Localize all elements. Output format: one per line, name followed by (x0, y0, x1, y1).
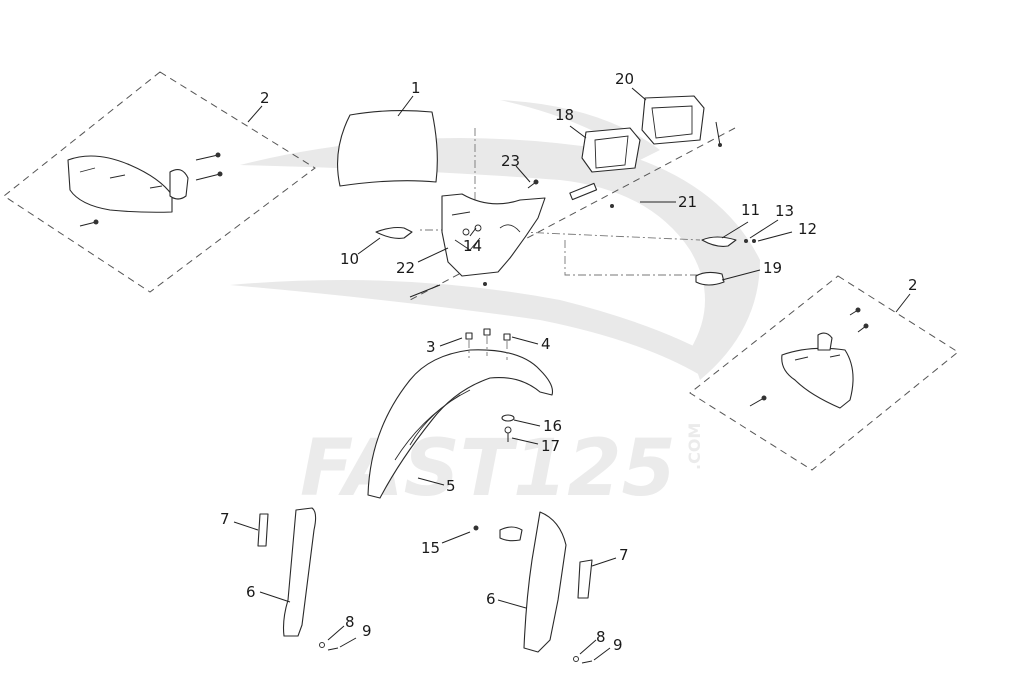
turn-signal-left (375, 226, 413, 239)
handguard-left-boundary (3, 71, 316, 293)
callout-2-right: 2 (908, 276, 918, 294)
callout-12: 12 (798, 220, 817, 238)
callout-13: 13 (775, 202, 794, 220)
callout-21: 21 (678, 193, 697, 211)
handguard-right-group (689, 275, 959, 471)
callout-9-left: 9 (362, 622, 372, 640)
watermark-brand: FAST125 (300, 424, 676, 514)
handguard-left-clamp (169, 169, 189, 200)
callout-5: 5 (446, 477, 456, 495)
fork-guard-right (523, 511, 567, 653)
handguard-right (781, 347, 854, 409)
callout-10: 10 (340, 250, 359, 268)
callout-14: 14 (463, 237, 482, 255)
washer (501, 414, 515, 422)
callout-23: 23 (501, 152, 520, 170)
headlight-frame (641, 95, 705, 145)
clamp (695, 271, 725, 286)
fork-guard-sticker-right (577, 559, 593, 599)
leader-lines (233, 87, 911, 661)
fork-guard-sticker-left (257, 513, 269, 547)
callout-labels: 1 2 2 3 4 5 6 6 7 7 8 8 9 9 10 11 12 13 … (220, 70, 918, 654)
callout-7-left: 7 (220, 510, 230, 528)
front-fender-assembly (367, 328, 554, 499)
callout-16: 16 (543, 417, 562, 435)
front-fender (367, 349, 554, 499)
callout-4: 4 (541, 335, 551, 353)
callout-18: 18 (555, 106, 574, 124)
guide-block (499, 526, 523, 542)
fork-guard-left (282, 507, 317, 637)
fork-guard-left-assembly (257, 507, 339, 651)
headlight (581, 127, 641, 173)
callout-8-left: 8 (345, 613, 355, 631)
callout-1: 1 (411, 79, 421, 97)
turn-signal-right (701, 236, 737, 247)
callout-19: 19 (763, 259, 782, 277)
headlight-assembly (337, 95, 756, 301)
spring (569, 182, 598, 201)
callout-15: 15 (421, 539, 440, 557)
windscreen (337, 110, 438, 187)
callout-11: 11 (741, 201, 760, 219)
callout-17: 17 (541, 437, 560, 455)
headlight-bracket (441, 193, 546, 277)
fork-guard-right-assembly (473, 511, 593, 664)
callout-6-right: 6 (486, 590, 496, 608)
callout-8-right: 8 (596, 628, 606, 646)
callout-6-left: 6 (246, 583, 256, 601)
watermark-logo: FAST125 .COM (230, 100, 760, 514)
callout-20: 20 (615, 70, 634, 88)
callout-2-left: 2 (260, 89, 270, 107)
handguard-left-group (3, 71, 316, 293)
callout-3: 3 (426, 338, 436, 356)
callout-22: 22 (396, 259, 415, 277)
handguard-left (67, 155, 173, 213)
handguard-right-boundary (689, 275, 959, 471)
watermark-suffix: .COM (685, 423, 704, 470)
callout-7-right: 7 (619, 546, 629, 564)
callout-9-right: 9 (613, 636, 623, 654)
